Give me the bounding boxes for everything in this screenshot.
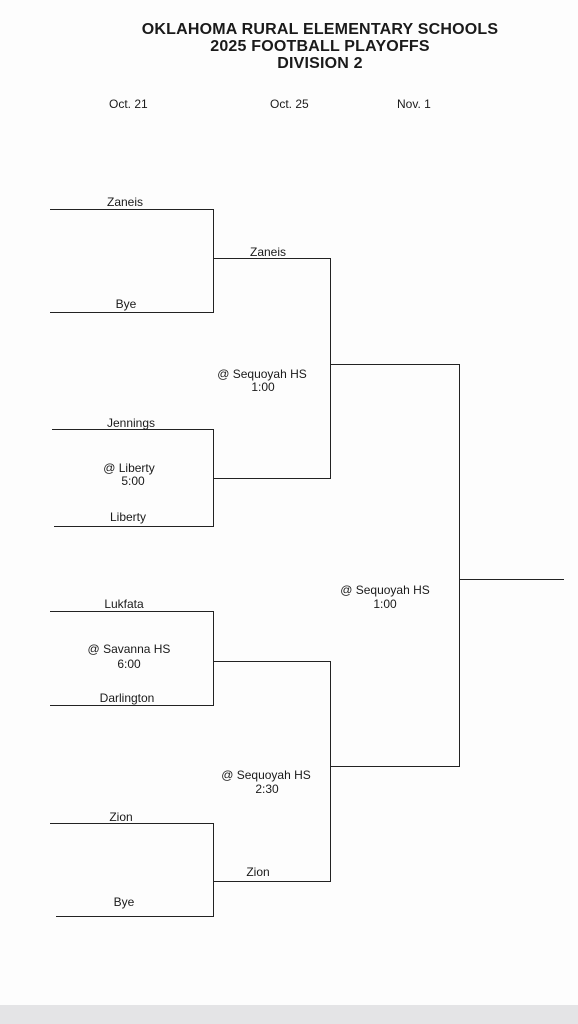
date-round-3: Nov. 1 (397, 97, 431, 111)
bracket-line (460, 579, 564, 580)
bracket-line (54, 526, 214, 527)
team-label: Liberty (109, 510, 147, 524)
bracket-line (214, 478, 331, 479)
team-label: Zaneis (249, 245, 287, 259)
bracket-line (330, 661, 331, 882)
game-site: @ Sequoyah HS (340, 583, 430, 597)
bracket-line (213, 611, 214, 706)
team-label: Jennings (106, 416, 156, 430)
team-label: Lukfata (104, 597, 144, 611)
bracket-line (214, 661, 331, 662)
title-line-1: OKLAHOMA RURAL ELEMENTARY SCHOOLS (141, 21, 499, 38)
game-time: 1:00 (373, 597, 397, 611)
team-label: Bye (113, 895, 135, 909)
bracket-line (214, 881, 331, 882)
bottom-strip (0, 1005, 578, 1024)
team-label: Darlington (99, 691, 155, 705)
game-site: @ Liberty (103, 461, 155, 475)
team-label: Bye (115, 297, 137, 311)
date-round-2: Oct. 25 (270, 97, 309, 111)
team-label: Zaneis (106, 195, 144, 209)
game-time: 2:30 (255, 782, 279, 796)
bracket-line (50, 611, 214, 612)
bracket-line (330, 258, 331, 479)
date-round-1: Oct. 21 (109, 97, 148, 111)
bracket-line (50, 705, 214, 706)
bracket-line (50, 312, 214, 313)
bracket-line (50, 823, 214, 824)
team-label: Zion (246, 865, 270, 879)
bracket-line (56, 916, 214, 917)
bracket-line (213, 429, 214, 527)
game-time: 6:00 (117, 657, 141, 671)
game-site: @ Sequoyah HS (217, 367, 307, 381)
bracket-line (52, 429, 214, 430)
title-line-2: 2025 FOOTBALL PLAYOFFS (210, 38, 430, 55)
game-time: 1:00 (251, 380, 275, 394)
bracket-line (331, 364, 460, 365)
bracket-line (331, 766, 460, 767)
bracket-line (214, 258, 331, 259)
team-label: Zion (109, 810, 133, 824)
title-line-3: DIVISION 2 (277, 55, 363, 72)
game-time: 5:00 (121, 474, 145, 488)
game-site: @ Savanna HS (87, 642, 171, 656)
bracket-line (50, 209, 214, 210)
bracket-line (459, 364, 460, 767)
game-site: @ Sequoyah HS (221, 768, 311, 782)
bracket-line (213, 209, 214, 313)
bracket-line (213, 823, 214, 917)
